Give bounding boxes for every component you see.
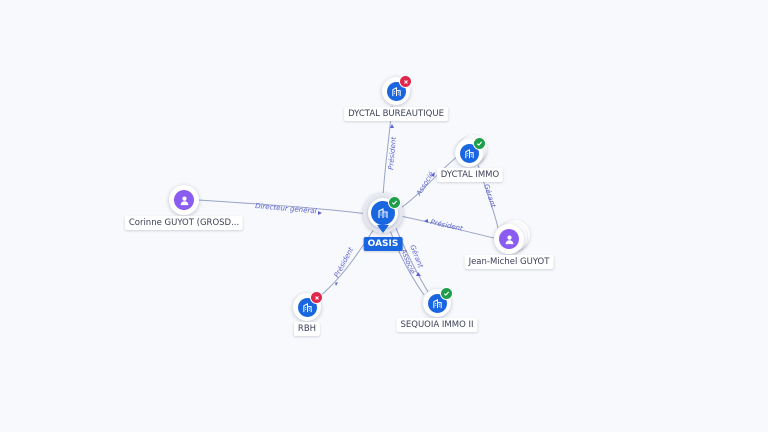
node-label[interactable]: RBH — [293, 322, 321, 336]
pin-tip — [377, 225, 389, 233]
link-oasis-sequoia-associe — [388, 227, 425, 296]
link-arrow — [431, 172, 435, 177]
building-icon — [459, 143, 479, 163]
link-label-president-bureautique: Président — [387, 136, 398, 170]
node-circle[interactable] — [169, 185, 199, 215]
link-oasis-dyctal-immo — [397, 155, 459, 211]
link-corinne-oasis — [197, 199, 369, 215]
link-label-directeur-general: Directeur général — [255, 202, 317, 215]
close-icon — [310, 291, 323, 304]
person-icon — [499, 229, 519, 249]
link-jeanmichel-oasis — [399, 215, 495, 239]
link-arrow — [318, 211, 322, 215]
link-oasis-rbh — [317, 225, 377, 299]
link-arrow — [335, 282, 338, 286]
node-label[interactable]: DYCTAL BUREAUTIQUE — [344, 107, 448, 121]
link-label-president-rbh: Président — [333, 246, 356, 279]
link-label-president-jeanmichel: Président — [430, 218, 464, 233]
node-circle[interactable] — [368, 198, 398, 228]
node-label[interactable]: Corinne GUYOT (GROSD... — [124, 216, 244, 230]
node-circle[interactable] — [494, 224, 524, 254]
check-icon — [440, 287, 453, 300]
node-label[interactable]: SEQUOIA IMMO II — [396, 318, 478, 332]
link-arrow — [390, 124, 394, 128]
link-label-gerant-immo: Gérant — [482, 183, 497, 209]
node-label[interactable]: OASIS — [363, 237, 403, 251]
check-icon — [388, 196, 401, 209]
person-icon — [174, 190, 194, 210]
node-label[interactable]: Jean-Michel GUYOT — [464, 255, 554, 269]
link-arrow — [424, 219, 428, 223]
link-oasis-sequoia-gerant — [394, 225, 429, 293]
close-icon — [399, 75, 412, 88]
link-arrow — [416, 272, 421, 276]
check-icon — [473, 137, 486, 150]
node-label[interactable]: DYCTAL IMMO — [436, 168, 504, 182]
